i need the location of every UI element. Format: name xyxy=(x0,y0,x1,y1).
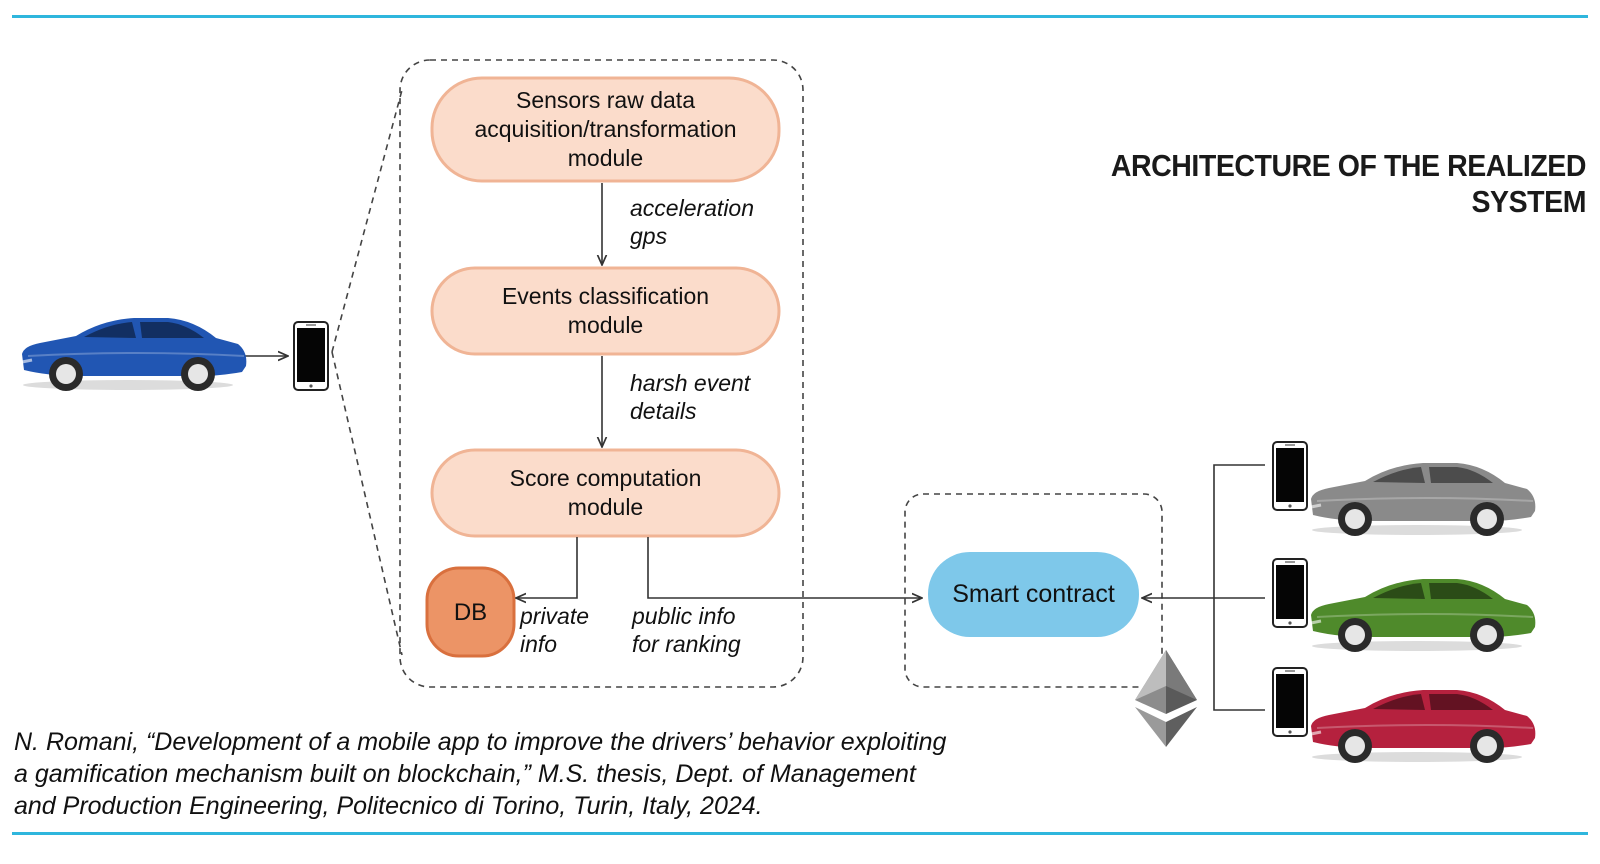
events-module-box xyxy=(430,266,781,356)
arrow-score-contract xyxy=(647,537,922,598)
edge-label-public-info: public info for ranking xyxy=(632,603,741,657)
blockchain-container xyxy=(904,493,1163,688)
citation-line: N. Romani, “Development of a mobile app … xyxy=(14,728,947,756)
edge-label-private-info: private info xyxy=(520,603,590,657)
drivers-bracket xyxy=(1213,464,1265,711)
page-title: ARCHITECTURE OF THE REALIZED SYSTEM xyxy=(1110,148,1587,219)
score-module-label: Score computation module xyxy=(509,465,702,520)
db-box xyxy=(425,566,516,658)
smart-contract-box xyxy=(928,552,1139,637)
smartphone-icon xyxy=(1272,441,1308,511)
edge-label-harsh-event: harsh event details xyxy=(630,370,751,424)
citation-line: a gamification mechanism built on blockc… xyxy=(14,760,916,788)
score-module-box xyxy=(430,448,781,538)
ethereum-icon xyxy=(1135,650,1197,747)
smartphone-icon xyxy=(1272,558,1308,628)
sensors-module-box xyxy=(430,76,781,183)
citation: N. Romani, “Development of a mobile app … xyxy=(14,726,1114,822)
db-label: DB xyxy=(453,598,488,626)
smart-contract-label: Smart contract xyxy=(952,580,1115,608)
arrow-score-db xyxy=(516,537,578,598)
car-icon xyxy=(1309,688,1537,765)
bottom-rule xyxy=(12,832,1588,835)
top-rule xyxy=(12,15,1588,18)
zoom-line-top xyxy=(331,89,403,353)
car-icon xyxy=(1309,577,1537,654)
events-module-label: Events classification module xyxy=(501,283,710,338)
citation-line: and Production Engineering, Politecnico … xyxy=(14,792,763,820)
edge-label-acceleration-gps: acceleration gps xyxy=(630,195,755,249)
smartphone-icon xyxy=(1272,667,1308,737)
app-container xyxy=(399,59,804,688)
zoom-line-bottom xyxy=(331,351,403,656)
car-icon xyxy=(20,316,248,393)
car-icon xyxy=(1309,461,1537,538)
sensors-module-label: Sensors raw data acquisition/transformat… xyxy=(474,87,737,171)
smartphone-icon xyxy=(293,321,329,391)
